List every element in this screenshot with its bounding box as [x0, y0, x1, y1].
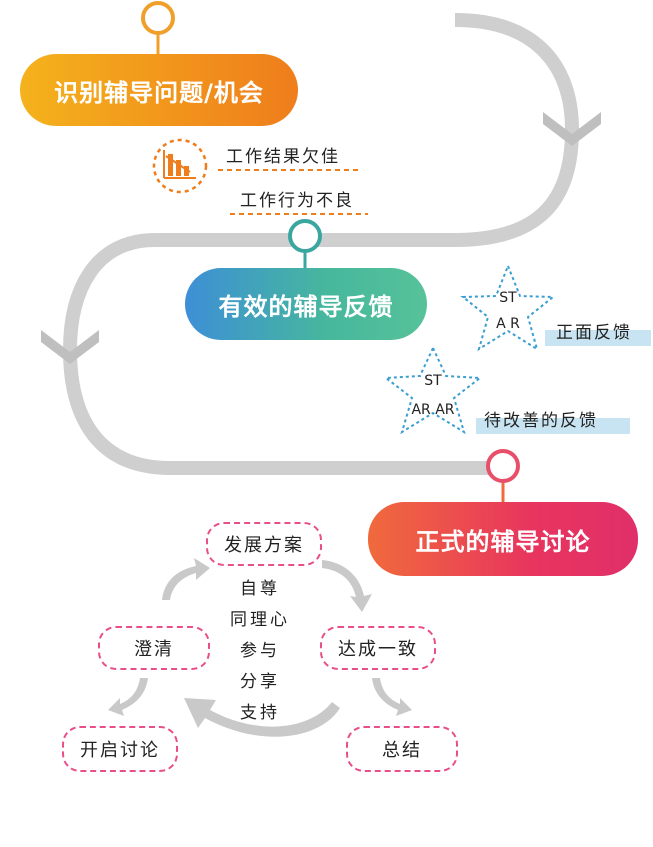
- agree-label: 达成一致: [338, 639, 418, 660]
- clarify-box: 澄清: [98, 626, 210, 670]
- summary-label: 总结: [382, 740, 422, 761]
- problem-poor-results: 工作结果欠佳: [226, 147, 340, 167]
- improvement-feedback-label: 待改善的反馈: [484, 411, 598, 431]
- positive-feedback-label: 正面反馈: [556, 323, 632, 343]
- principle-item: 分享: [240, 672, 280, 692]
- open-discussion-label: 开启讨论: [80, 740, 160, 761]
- star2-top-text: ST: [424, 373, 442, 389]
- stage-discussion-label: 正式的辅导讨论: [415, 527, 591, 556]
- bar-chart-decline-icon: [152, 138, 208, 194]
- stage-identify-opportunity: 识别辅导问题/机会: [20, 54, 298, 126]
- highlight-bar: [476, 418, 630, 434]
- agree-box: 达成一致: [320, 626, 436, 670]
- star2-bottom-text: AR AR: [411, 402, 455, 418]
- cycle-arrow-icon: [108, 558, 412, 737]
- chevron-down-icon: [41, 330, 99, 364]
- stage2-node-icon: [288, 219, 322, 253]
- problem-poor-behavior: 工作行为不良: [240, 191, 354, 211]
- open-discussion-box: 开启讨论: [62, 726, 178, 772]
- develop-plan-box: 发展方案: [206, 522, 322, 566]
- highlight-bar: [545, 330, 651, 346]
- star1-top-text: ST: [499, 290, 517, 306]
- develop-plan-label: 发展方案: [224, 535, 304, 556]
- star-icon: [460, 263, 556, 352]
- principle-item: 自尊: [240, 579, 280, 599]
- stage-feedback-label: 有效的辅导反馈: [218, 292, 394, 321]
- principle-item: 参与: [240, 641, 280, 661]
- stage3-node-icon: [486, 449, 520, 483]
- principle-item: 支持: [240, 703, 280, 723]
- chevron-down-icon: [543, 112, 601, 146]
- principle-item: 同理心: [230, 610, 290, 630]
- star-icon: [383, 345, 483, 435]
- star1-bottom-text: A R: [496, 316, 520, 332]
- core-principles: 自尊 同理心 参与 分享 支持: [225, 574, 295, 729]
- clarify-label: 澄清: [134, 639, 174, 660]
- summary-box: 总结: [346, 726, 458, 772]
- stage1-node-icon: [141, 1, 175, 35]
- stage-effective-feedback: 有效的辅导反馈: [185, 268, 427, 340]
- stage-identify-label: 识别辅导问题/机会: [54, 78, 264, 107]
- stage-formal-discussion: 正式的辅导讨论: [368, 502, 638, 576]
